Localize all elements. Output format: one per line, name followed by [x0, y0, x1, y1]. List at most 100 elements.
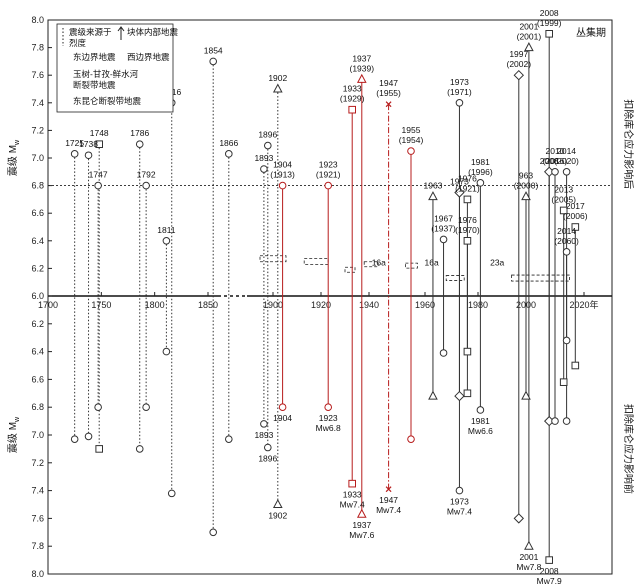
event-label-bottom-mw: Mw7.4 — [340, 500, 365, 510]
event-label-top-paren: (2001) — [517, 32, 542, 42]
event-marker-bottom — [142, 403, 150, 412]
event-label-top-paren: (2016) — [543, 156, 568, 166]
y-tick-label-bottom: 6.6 — [31, 374, 44, 384]
event-marker-top — [142, 181, 150, 190]
event-label-top: 1976 — [458, 173, 477, 183]
event-marker-top — [428, 191, 438, 201]
event-marker-top — [463, 195, 472, 204]
event-marker-top — [407, 147, 415, 155]
event-marker-bottom — [135, 445, 144, 453]
event-marker-top — [356, 73, 367, 83]
y-tick-label-top: 6.6 — [31, 208, 44, 218]
event-marker-bottom — [454, 390, 465, 402]
event-label-top-paren: (1921) — [455, 183, 480, 193]
event-marker-bottom — [455, 486, 464, 495]
event-marker-bottom — [95, 445, 104, 453]
event-label-top-paren: (2000) — [514, 181, 539, 191]
event-marker-top — [94, 181, 102, 190]
event-marker-bottom — [264, 443, 272, 452]
corner-note: 丛集期 — [576, 26, 606, 39]
legend-item-label-cont: 断裂带地震 — [73, 80, 116, 90]
quiescence-box — [511, 274, 571, 282]
event-marker-bottom — [70, 435, 79, 443]
event-marker-top — [559, 206, 568, 215]
event-label-bottom: 1933 — [343, 490, 362, 500]
event-label-top-paren: (1971) — [447, 87, 472, 97]
y-tick-label-top: 7.0 — [31, 153, 44, 163]
event-marker-bottom — [225, 435, 233, 443]
x-tick-label: 1800 — [145, 300, 165, 310]
event-label-top-paren: (1955) — [376, 88, 401, 98]
quiescence-box — [303, 258, 329, 265]
event-label-top-paren: (2005) — [551, 194, 576, 204]
event-marker-top — [551, 168, 559, 176]
y-axis-label-bottom: 震级 Mw — [7, 416, 21, 453]
x-tick-label: 1850 — [198, 300, 218, 310]
plot-frame — [47, 19, 613, 575]
event-label-top-paren: (2060) — [554, 236, 579, 246]
event-marker-top — [439, 235, 448, 244]
event-label-top: 1904 — [273, 160, 292, 170]
event-label-bottom: 1947 — [379, 495, 398, 505]
event-marker-bottom — [278, 403, 287, 412]
event-label-top: 2014 — [557, 226, 576, 236]
labels-layer: 16a16a23a1725173817471748178617921811181… — [65, 8, 588, 586]
y-axis-label-top-sub: w — [14, 139, 21, 146]
event-marker-top — [562, 168, 571, 176]
event-label-top: 1963 — [423, 181, 442, 191]
event-label-top: 2001 — [519, 22, 538, 32]
event-marker-bottom — [94, 403, 102, 412]
event-label-bottom: 1973 — [450, 497, 469, 507]
y-tick-label-bottom: 7.6 — [31, 513, 44, 523]
y-tick-label-bottom: 8.0 — [31, 569, 44, 579]
event-marker-top — [513, 69, 525, 81]
event-label-top: 1923 — [319, 160, 338, 170]
event-label-bottom: 2001 — [519, 552, 538, 562]
event-label-top: 1997 — [509, 49, 528, 59]
event-label-top: 2013 — [554, 184, 573, 194]
y-tick-label-top: 6.2 — [31, 263, 44, 273]
y-tick-label-top: 8.0 — [31, 15, 44, 25]
event-marker-bottom — [84, 432, 93, 441]
quiescence-label: 23a — [490, 258, 504, 268]
event-marker-top — [95, 140, 104, 148]
event-label-bottom: 2008 — [540, 566, 559, 576]
legend-arrow-icon — [117, 26, 125, 32]
event-label-top: 1955 — [402, 125, 421, 135]
y-tick-label-bottom: 6.8 — [31, 402, 44, 412]
event-marker-top — [209, 57, 217, 66]
event-marker-bottom — [562, 336, 571, 345]
event-marker-top — [476, 179, 485, 187]
event-marker-bottom — [521, 390, 531, 400]
legend-title-a: 震级来源于 — [69, 27, 112, 37]
event-label-top: 1748 — [90, 128, 109, 138]
event-label-bottom-mw: Mw7.4 — [447, 507, 472, 517]
event-marker-bottom — [348, 479, 356, 488]
event-label-bottom-mw: Mw7.6 — [349, 530, 374, 540]
event-marker-top — [524, 42, 534, 52]
event-label-top: 1866 — [219, 138, 238, 148]
legend-item-label: 东昆仑断裂带地震 — [73, 96, 142, 106]
event-marker-bottom — [428, 390, 438, 400]
event-label-top: 1902 — [268, 73, 287, 83]
event-label-top: 1973 — [450, 77, 469, 87]
event-label-bottom: 1902 — [268, 511, 287, 521]
event-marker-top — [562, 248, 571, 256]
event-marker-bottom — [524, 540, 534, 550]
legend: 震级来源于烈度块体内部地震东边界地震西边界地震玉树-甘孜-鲜水河断裂带地震东昆仑… — [56, 23, 179, 113]
event-label-top: 1976 — [458, 215, 477, 225]
event-label-bottom: 1981 — [471, 416, 490, 426]
event-label-top-paren: (2020) — [554, 156, 579, 166]
series-layer — [74, 33, 576, 561]
y-axis-label-bottom-sub: w — [14, 416, 21, 423]
legend-title-c: 块体内部地震 — [127, 27, 179, 37]
y-tick-label-top: 6.8 — [31, 181, 44, 191]
event-marker-top — [463, 237, 472, 245]
event-marker-bottom — [559, 378, 568, 386]
event-label-top-paren: (1996) — [468, 167, 493, 177]
quiescence-box — [363, 261, 379, 268]
event-marker-top — [264, 141, 272, 150]
event-label-top-paren: (1999) — [537, 18, 562, 28]
event-marker-bottom — [260, 420, 268, 428]
